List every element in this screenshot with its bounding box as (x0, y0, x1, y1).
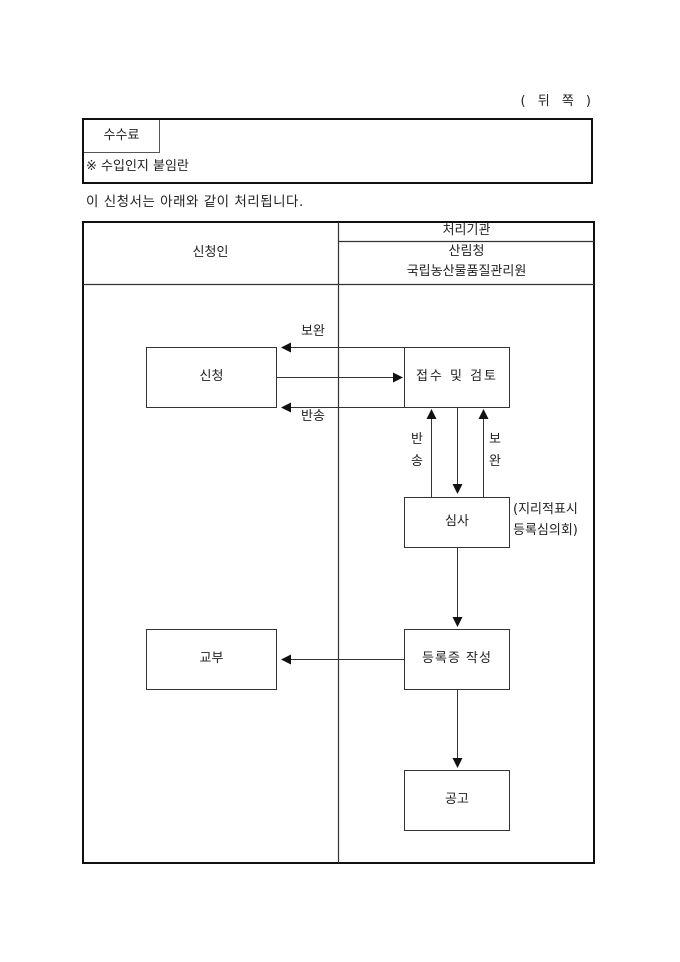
processor-org-forest-service: 산림청 (448, 244, 485, 259)
box-announce (404, 770, 510, 831)
step-apply: 신청 (199, 369, 224, 384)
box-apply (146, 347, 277, 408)
step-receive-review: 접수 및 검토 (415, 369, 499, 384)
step-examine: 심사 (445, 514, 469, 529)
label-supplement-vertical-2: 완 (489, 454, 501, 469)
label-return-vertical-1: 반 (411, 432, 423, 447)
applicant-header: 신청인 (192, 245, 229, 260)
label-supplement-top: 보완 (301, 324, 325, 339)
intro-text: 이 신청서는 아래와 같이 처리됩니다. (86, 194, 304, 210)
box-receive-review (404, 347, 510, 408)
box-examine (404, 497, 510, 548)
processor-header: 처리기관 (442, 223, 491, 238)
fee-label: 수수료 (103, 128, 140, 143)
step-announce: 공고 (445, 792, 469, 807)
revenue-stamp-note: ※ 수입인지 붙임란 (86, 159, 189, 174)
fee-section: 수수료 ※ 수입인지 붙임란 (82, 118, 593, 184)
label-supplement-vertical-1: 보 (489, 432, 501, 447)
step-issue-certificate: 등록증 작성 (422, 651, 492, 666)
step-deliver: 교부 (199, 651, 224, 666)
box-issue-certificate (404, 629, 510, 690)
examine-note-line1: (지리적표시 (513, 502, 578, 517)
label-return-bottom: 반송 (301, 409, 325, 424)
examine-note-line2: 등록심의회) (513, 523, 578, 538)
page-side-label: ( 뒤 쪽 ) (520, 94, 595, 109)
label-return-vertical-2: 송 (411, 454, 423, 469)
box-deliver (146, 629, 277, 690)
fee-label-cell: 수수료 (84, 120, 160, 153)
processor-org-naqs: 국립농산물품질관리원 (406, 264, 527, 279)
